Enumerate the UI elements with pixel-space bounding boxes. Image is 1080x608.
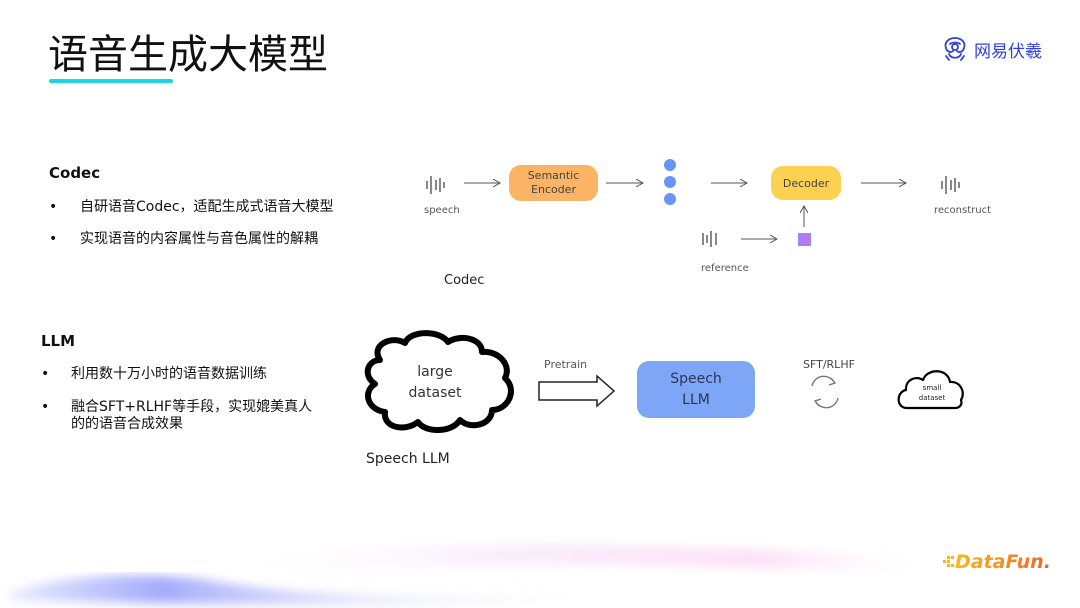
large-dataset-text: dataset [408,385,462,401]
large-dataset-cloud-icon [364,330,514,433]
brand-name: 网易伏羲 [974,41,1042,62]
encoder-label: Semantic [527,169,580,182]
llm-heading: LLM [41,332,76,350]
datafun-dots-icon [943,556,954,567]
codec-diagram-caption: Codec [444,273,485,288]
fuxi-logo-icon [944,37,966,61]
small-dataset-label: small dataset [910,383,954,403]
codec-bullet-text: 自研语音Codec，适配生成式语音大模型 [80,199,334,215]
llm-bullet-text: 利用数十万小时的语音数据训练 [71,366,267,382]
codec-bullet-text: 实现语音的内容属性与音色属性的解耦 [80,231,318,247]
semantic-token [664,176,676,188]
llm-diagram-caption: Speech LLM [366,451,450,467]
small-dataset-cloud-icon [897,370,964,410]
llm-bullet-1: • 利用数十万小时的语音数据训练 [41,366,361,386]
bullet-dot: • [49,199,58,215]
semantic-token [664,193,676,205]
sft-rlhf-label: SFT/RLHF [803,358,855,371]
llm-bullet-2: • 融合SFT+RLHF等手段，实现媲美真人 的的语音合成效果 [41,399,361,439]
encoder-label: Encoder [531,183,576,196]
pretrain-arrow-icon [538,374,616,408]
model-label: Speech [670,370,722,387]
reference-waveform-icon [702,231,717,247]
llm-bullet-text: 融合SFT+RLHF等手段，实现媲美真人 [71,399,313,415]
bullet-dot: • [49,231,58,247]
brand-logo: 网易伏羲 [940,34,1042,64]
bullet-dot: • [41,399,50,415]
semantic-token [664,159,676,171]
small-dataset-text: small [922,384,942,392]
decoder-box: Decoder [771,166,841,200]
pretrain-label: Pretrain [544,358,588,371]
page-title: 语音生成大模型 [48,32,328,78]
bullet-dot: • [41,366,50,382]
speech-waveform-icon [426,176,445,194]
decoder-label: Decoder [782,176,830,190]
refresh-cycle-icon [811,375,839,409]
codec-heading: Codec [49,164,101,182]
speech-label: speech [424,205,460,216]
large-dataset-text: large [417,364,453,380]
datafun-logo-text: DataFun. [955,551,1051,573]
footer-wave-decoration [10,544,948,605]
reconstruct-label: reconstruct [934,205,991,216]
llm-bullet-text-cont: 的的语音合成效果 [71,416,183,432]
reference-label: reference [701,263,749,274]
small-dataset-text: dataset [918,394,946,402]
model-label: LLM [682,391,710,408]
large-dataset-label: large dataset [400,362,470,404]
codec-bullet-2: • 实现语音的内容属性与音色属性的解耦 [49,231,389,251]
reference-token [798,233,811,246]
datafun-logo: DataFun. [941,551,1051,573]
title-underline [49,79,173,83]
reconstruct-waveform-icon [941,176,960,194]
codec-bullet-1: • 自研语音Codec，适配生成式语音大模型 [49,199,389,219]
